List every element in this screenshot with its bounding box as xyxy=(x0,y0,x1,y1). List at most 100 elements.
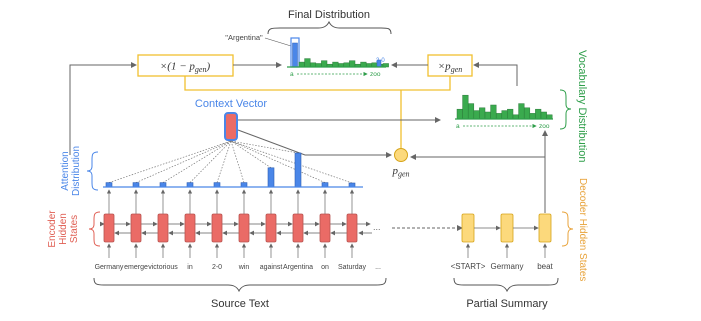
attention-bar xyxy=(186,182,194,188)
decoder-label: Decoder Hidden States xyxy=(577,178,588,281)
final-axis-zoo: zoo xyxy=(370,71,381,78)
encoder-label: EncoderHiddenStates xyxy=(47,210,80,248)
attention-fan-lines xyxy=(108,140,353,184)
encoder-cell xyxy=(319,213,331,243)
vocab-distribution-label: Vocabulary Distribution xyxy=(576,50,588,163)
final-2-0-label: 2-0 xyxy=(376,58,385,64)
final-bar xyxy=(298,61,305,68)
encoder-ellipsis: ... xyxy=(373,222,381,232)
source-word: ... xyxy=(375,264,381,271)
source-word: win xyxy=(238,264,250,271)
attention-fan-line xyxy=(216,140,232,183)
summary-word: <START> xyxy=(451,262,486,271)
context-vector-label: Context Vector xyxy=(195,98,267,110)
times-pgen-label: ×pgen xyxy=(438,61,463,75)
attention-bar xyxy=(267,167,275,188)
final-distribution-title: Final Distribution xyxy=(288,9,370,21)
context-to-pgen-arrow xyxy=(237,129,392,158)
attention-fan-line xyxy=(189,140,232,183)
encoder-cell xyxy=(184,213,196,243)
source-text-brace xyxy=(93,277,387,293)
attention-fan-line xyxy=(230,140,245,183)
decoder-cell xyxy=(500,213,514,243)
summary-word: Germany xyxy=(491,262,524,271)
argentina-label: "Argentina" xyxy=(225,33,263,42)
pgen-node xyxy=(394,148,408,162)
decoder-cell xyxy=(538,213,552,243)
encoder-cell xyxy=(292,213,304,243)
encoder-hidden-states xyxy=(103,213,358,243)
attention-fan-line xyxy=(108,140,232,183)
vocab-bar xyxy=(462,94,469,120)
vocab-bar xyxy=(456,108,463,120)
source-word: Argentina xyxy=(283,264,313,271)
encoder-brace xyxy=(88,211,101,247)
source-word: victorious xyxy=(148,264,178,271)
attention-label: AttentionDistribution xyxy=(60,146,82,196)
vocab-bar xyxy=(490,104,497,120)
decoder-hidden-states xyxy=(461,213,552,258)
encoder-cell xyxy=(211,213,223,243)
attention-bar xyxy=(294,152,302,188)
vocab-bar xyxy=(479,107,486,120)
vocab-bar xyxy=(535,108,542,120)
encoder-cell xyxy=(130,213,142,243)
source-text-label: Source Text xyxy=(211,298,269,310)
vocab-axis-zoo: zoo xyxy=(539,123,550,130)
attention-fan-line xyxy=(135,140,232,183)
vocab-bar xyxy=(512,114,519,120)
vocab-bar xyxy=(473,110,480,120)
final-bar xyxy=(321,60,328,68)
pgen-label: pgen xyxy=(391,165,409,179)
final-bar xyxy=(343,62,350,68)
vocab-bar xyxy=(507,108,514,120)
vocab-bar xyxy=(484,111,491,120)
partial-summary-label: Partial Summary xyxy=(466,298,548,310)
vocab-bar xyxy=(546,114,553,120)
vocab-bar xyxy=(540,111,547,120)
final-bar xyxy=(360,61,367,68)
attention-fan-line xyxy=(230,140,272,169)
encoder-cell xyxy=(265,213,277,243)
source-word: emerge xyxy=(124,264,148,271)
encoder-cell xyxy=(238,213,250,243)
argentina-bar xyxy=(292,42,298,68)
pgen-to-boxes-line xyxy=(184,76,451,91)
argentina-pointer xyxy=(264,37,292,47)
vocab-bar xyxy=(518,103,525,120)
attention-fan-line xyxy=(162,140,232,183)
attention-bar xyxy=(132,182,140,188)
source-word: Germany xyxy=(95,264,124,271)
vocab-bar xyxy=(523,107,531,120)
attention-fan-line xyxy=(230,140,299,154)
vocab-bar xyxy=(529,113,536,120)
encoder-cell xyxy=(346,213,358,243)
decoder-brace xyxy=(561,211,574,247)
attention-bar xyxy=(105,182,113,188)
final-bar xyxy=(304,58,311,68)
attention-fan-line xyxy=(230,140,326,183)
source-word: 2-0 xyxy=(212,264,222,271)
encoder-cell xyxy=(157,213,169,243)
final-bar xyxy=(332,61,339,68)
vocab-distribution-brace xyxy=(559,89,572,130)
attention-bar xyxy=(213,182,221,188)
attention-to-left-box-line xyxy=(69,62,137,155)
vocab-bar xyxy=(501,110,508,120)
attention-distribution-bars xyxy=(105,152,356,188)
source-word: on xyxy=(321,264,329,271)
attention-bar xyxy=(159,182,167,188)
final-distribution-brace xyxy=(267,20,392,35)
encoder-connections: ... xyxy=(100,189,381,258)
one-minus-pgen-label: ×(1 − pgen) xyxy=(160,61,211,75)
decoder-cell xyxy=(461,213,475,243)
vocab-bar xyxy=(467,103,475,120)
final-axis-a: a xyxy=(290,71,294,78)
attention-bar xyxy=(240,182,248,188)
partial-summary-brace xyxy=(453,277,559,293)
vocabulary-distribution-bars xyxy=(456,94,553,120)
final-bar xyxy=(309,62,317,68)
vocab-axis-a: a xyxy=(456,123,460,130)
